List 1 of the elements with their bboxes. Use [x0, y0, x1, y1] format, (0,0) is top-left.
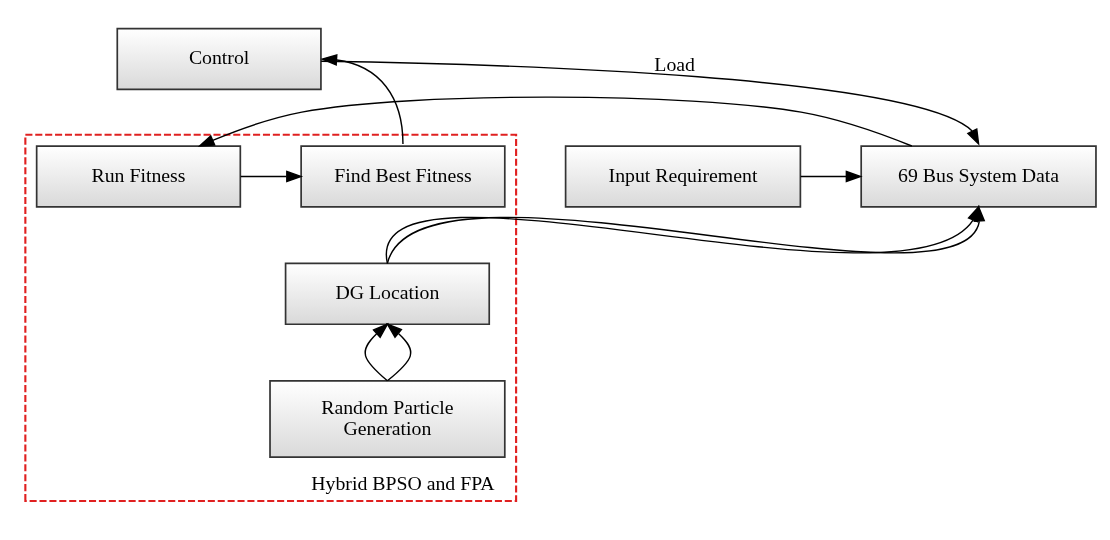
edge-label: Load: [654, 52, 695, 75]
